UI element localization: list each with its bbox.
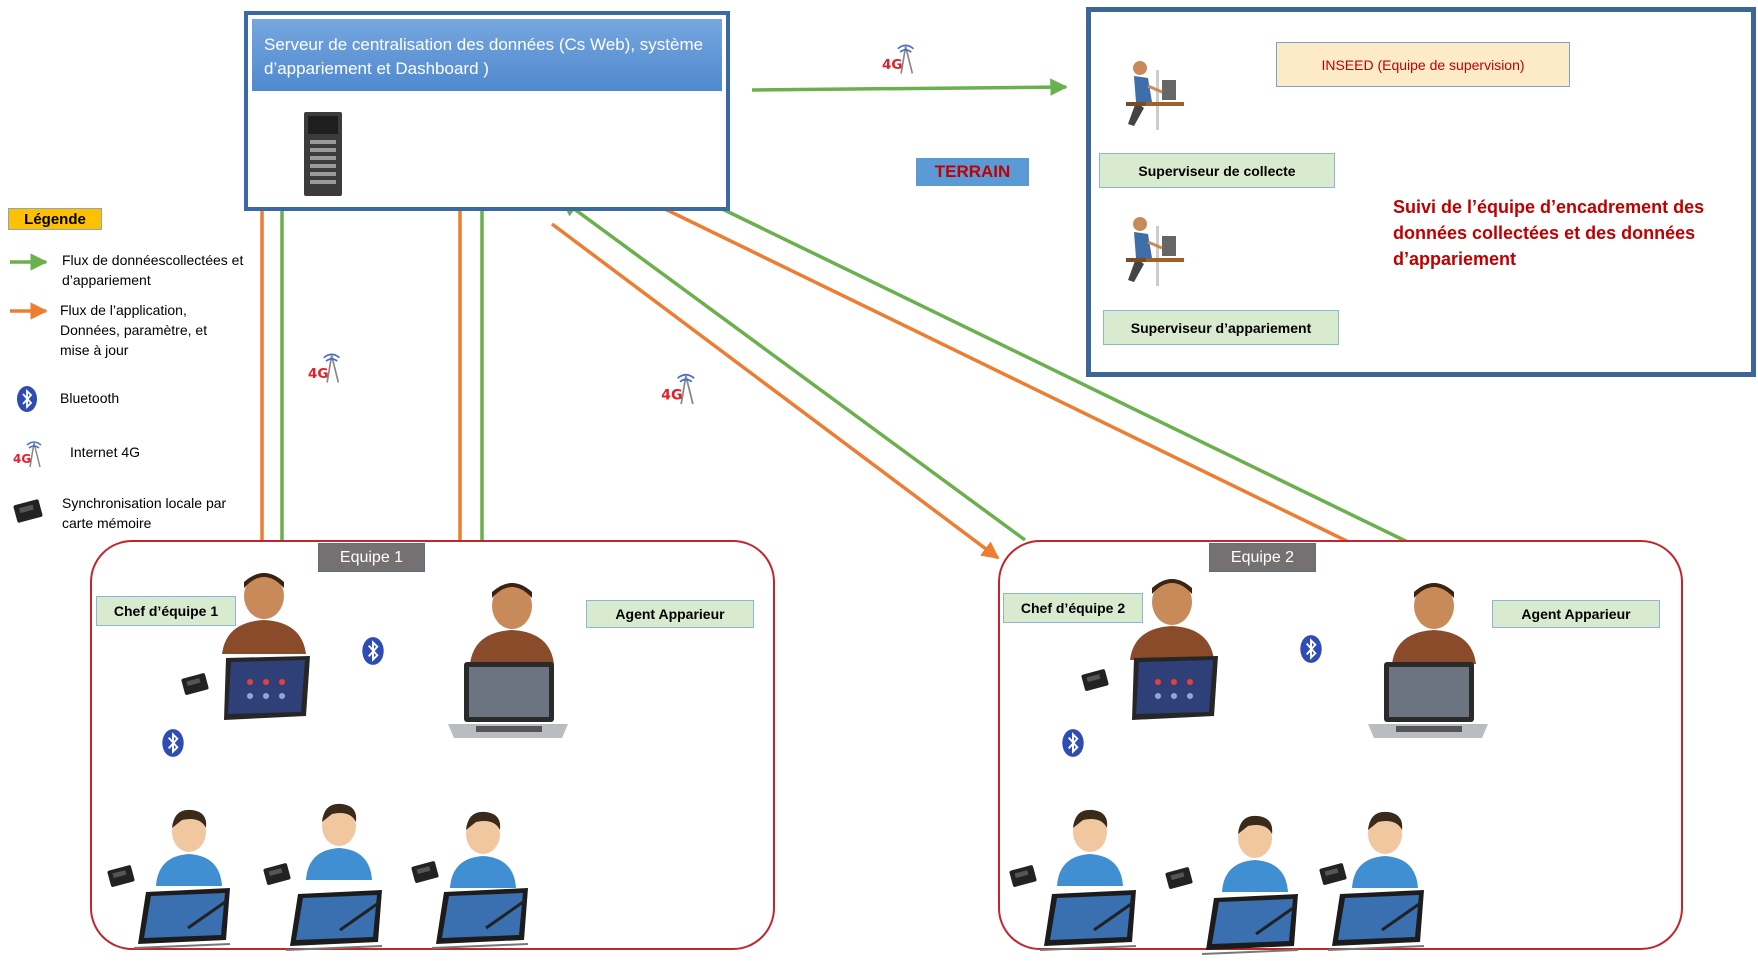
enumerator2c-tablet-icon — [1324, 880, 1434, 959]
enumerator2a-person-icon — [1053, 806, 1127, 891]
agent2-laptop-icon — [1366, 660, 1490, 747]
arrow-server-to-agent2 — [627, 189, 1439, 587]
legend-bluetooth-label: Bluetooth — [60, 390, 120, 406]
enumerator1a-tablet-icon — [130, 878, 240, 957]
enumerator1b-person-icon — [302, 800, 376, 885]
team1-agent-label: Agent Apparieur — [586, 600, 754, 628]
enumerator2a-tablet-icon — [1036, 880, 1146, 959]
svg-text:4G: 4G — [661, 387, 682, 403]
memory-card-icon — [106, 864, 136, 895]
terrain-label: TERRAIN — [916, 158, 1029, 186]
arrow-server-to-chief2 — [550, 222, 1000, 560]
internet-4g-icon: 4G — [306, 351, 346, 392]
enumerator2b-tablet-icon — [1198, 884, 1308, 963]
bluetooth-icon — [360, 636, 386, 671]
enumerator2c-person-icon — [1348, 808, 1422, 893]
enumerator1b-tablet-icon — [282, 880, 392, 959]
memory-card-icon — [1080, 668, 1110, 699]
team2-agent-label: Agent Apparieur — [1492, 600, 1660, 628]
enumerator1c-tablet-icon — [428, 878, 538, 957]
memory-card-icon — [180, 672, 210, 703]
team1-name: Equipe 1 — [318, 543, 425, 572]
legend-internet-label: Internet 4G — [70, 444, 141, 460]
arrow-agent2-to-server — [636, 166, 1458, 568]
enumerator1a-person-icon — [152, 806, 226, 891]
bluetooth-icon — [16, 385, 38, 418]
svg-text:4G: 4G — [882, 57, 902, 73]
memory-card-icon — [1318, 862, 1348, 893]
memory-card-icon — [1008, 864, 1038, 895]
enumerator2b-person-icon — [1218, 812, 1292, 897]
agent1-laptop-icon — [446, 660, 570, 747]
arrow-server-to-supervision — [751, 78, 1068, 96]
internet-4g-icon: 4G — [660, 370, 700, 415]
supervisor-match-label: Superviseur d’appariement — [1103, 310, 1339, 345]
supervisor-collect-label: Superviseur de collecte — [1099, 153, 1335, 188]
memory-card-icon — [262, 862, 292, 893]
supervisor-desk-icon — [1118, 208, 1188, 297]
supervisor-desk-icon — [1118, 52, 1188, 141]
bluetooth-icon — [1060, 728, 1086, 763]
server-title: Serveur de centralisation des données (C… — [252, 19, 722, 91]
legend-orange-flow-label: Flux de l’application, Données, paramètr… — [60, 302, 208, 358]
bluetooth-icon — [1298, 634, 1324, 669]
network-badge-text: 4G — [13, 452, 31, 466]
bluetooth-icon — [160, 728, 186, 763]
arrow-chief2-to-server — [560, 198, 1027, 542]
server-box: Serveur de centralisation des données (C… — [244, 11, 730, 211]
chief1-person-icon — [218, 570, 310, 659]
server-tower-icon — [298, 110, 348, 203]
team2-name: Equipe 2 — [1209, 543, 1316, 572]
internet-4g-icon: 4G — [880, 42, 920, 83]
legend-title: Légende — [8, 208, 102, 230]
memory-card-icon — [1164, 866, 1194, 897]
legend-memory-card-label: Synchronisation locale par carte mémoire — [62, 495, 227, 531]
team1-chief-label: Chef d’équipe 1 — [96, 596, 236, 626]
chief2-tablet-icon — [1128, 652, 1224, 731]
enumerator1c-person-icon — [446, 808, 520, 893]
legend-green-flow-label: Flux de donnéescollectées et d’apparieme… — [62, 252, 244, 288]
memory-card-icon — [12, 499, 44, 530]
agent1-person-icon — [466, 580, 558, 669]
supervision-description: Suivi de l’équipe d’encadrement des donn… — [1393, 197, 1705, 269]
inseed-label: INSEED (Equipe de supervision) — [1276, 42, 1570, 87]
chief1-tablet-icon — [220, 652, 316, 731]
memory-card-icon — [410, 860, 440, 891]
agent2-person-icon — [1388, 580, 1480, 669]
internet-4g-icon: 4G — [12, 439, 46, 476]
team2-chief-label: Chef d’équipe 2 — [1003, 593, 1143, 623]
chief2-person-icon — [1126, 576, 1218, 665]
svg-text:4G: 4G — [308, 366, 328, 382]
